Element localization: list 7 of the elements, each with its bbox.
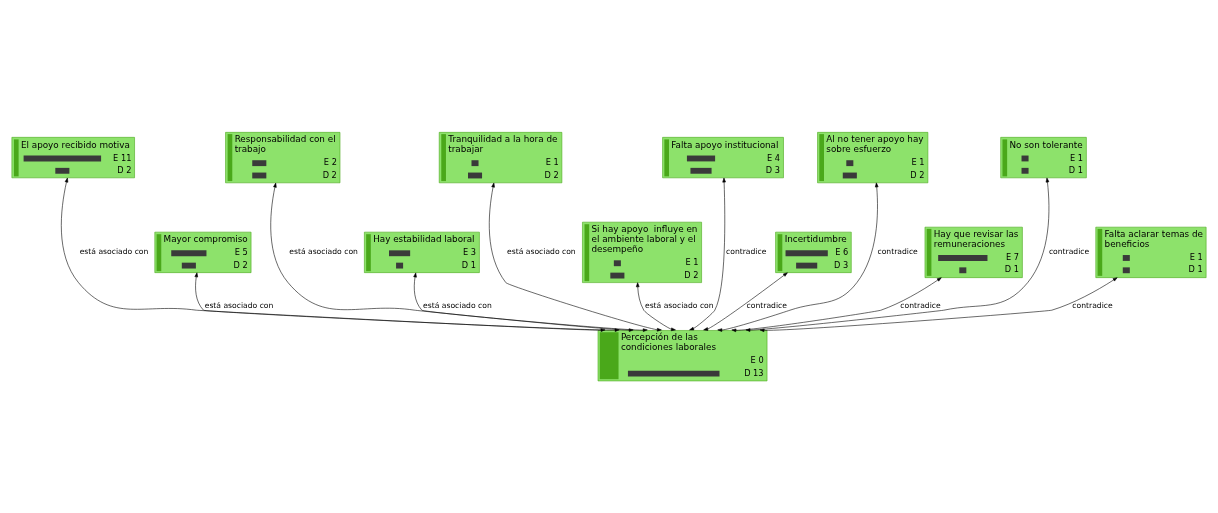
arrow (745, 177, 1050, 332)
arrow (636, 282, 676, 332)
arrow (731, 277, 942, 333)
arrow (689, 177, 726, 331)
arrow (759, 277, 1118, 333)
arrow (703, 272, 788, 331)
arrow (717, 182, 879, 332)
